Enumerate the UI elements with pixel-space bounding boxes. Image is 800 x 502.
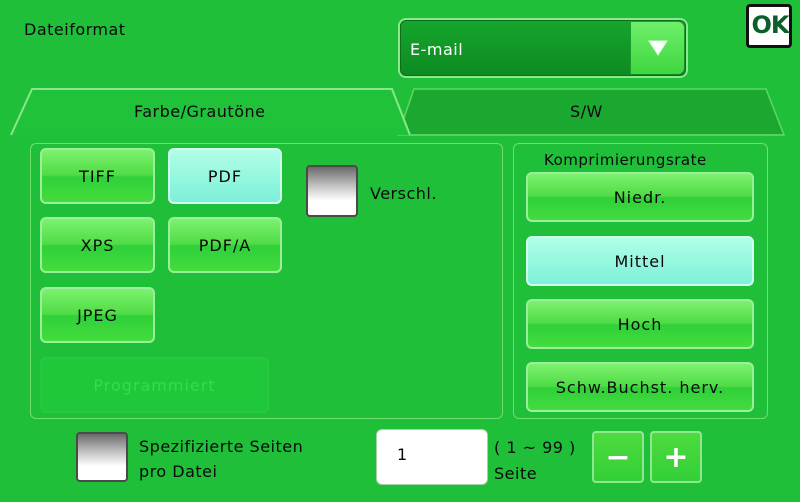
compression-panel — [513, 143, 768, 419]
pages-count-value: 1 — [397, 445, 408, 464]
tab-color-shape — [10, 88, 411, 136]
dropdown-toggle-button[interactable] — [630, 22, 684, 74]
pages-range-label: ( 1 ~ 99 ) — [494, 438, 576, 457]
compression-high-button[interactable]: Hoch — [526, 299, 754, 349]
encrypt-label: Verschl. — [370, 184, 437, 203]
compression-medium-button[interactable]: Mittel — [526, 236, 754, 286]
pages-per-file-label-1: Spezifizierte Seiten — [139, 437, 304, 456]
minus-icon: − — [605, 439, 631, 475]
tab-color-grayscale[interactable]: Farbe/Grautöne — [134, 102, 266, 121]
format-pdfa-button[interactable]: PDF/A — [168, 217, 282, 273]
format-panel — [30, 143, 503, 419]
compression-low-button[interactable]: Niedr. — [526, 172, 754, 222]
dropdown-value: E-mail — [410, 40, 464, 59]
tab-bar: Farbe/Grautöne S/W — [10, 88, 785, 136]
ok-button[interactable]: OK — [746, 4, 792, 48]
format-pdf-button[interactable]: PDF — [168, 148, 282, 204]
chevron-down-icon — [648, 40, 668, 56]
pages-unit-label: Seite — [494, 464, 538, 483]
programmed-button: Programmiert — [40, 357, 269, 413]
compression-title: Komprimierungsrate — [544, 151, 707, 169]
decrement-button[interactable]: − — [592, 431, 644, 483]
file-destination-dropdown[interactable]: E-mail — [398, 18, 688, 78]
format-jpeg-button[interactable]: JPEG — [40, 287, 155, 343]
pages-count-input[interactable]: 1 — [376, 429, 488, 485]
page-title: Dateiformat — [24, 20, 126, 39]
format-xps-button[interactable]: XPS — [40, 217, 155, 273]
compression-bold-text-button[interactable]: Schw.Buchst. herv. — [526, 362, 754, 412]
ok-label: OK — [751, 11, 790, 39]
pages-per-file-label-2: pro Datei — [139, 462, 218, 481]
encrypt-checkbox[interactable] — [306, 165, 358, 217]
tab-black-white[interactable]: S/W — [570, 102, 603, 121]
pages-per-file-checkbox[interactable] — [76, 432, 128, 482]
plus-icon: + — [663, 439, 689, 475]
increment-button[interactable]: + — [650, 431, 702, 483]
format-tiff-button[interactable]: TIFF — [40, 148, 155, 204]
